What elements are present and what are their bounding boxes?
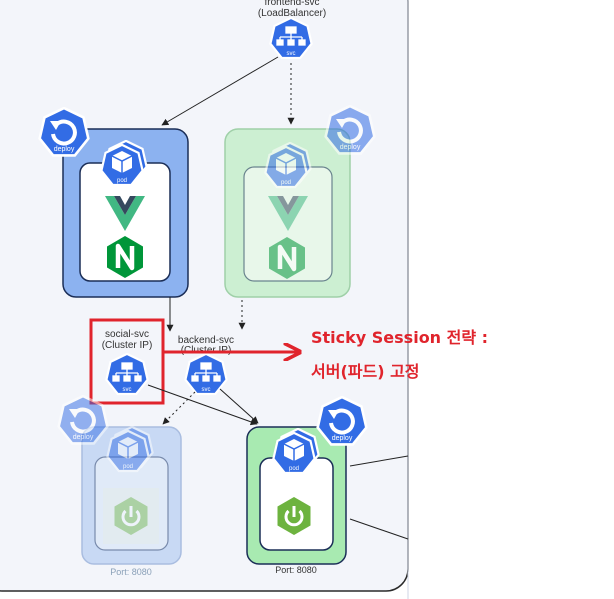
arrow-frontend-to-left-deploy xyxy=(161,56,279,126)
social-svc-group: social-svc (Cluster IP) svc xyxy=(89,318,165,405)
frontend-svc-name: frontend-svc xyxy=(264,0,319,8)
spring-logo xyxy=(103,488,159,544)
frontend-svc-icon[interactable]: svc xyxy=(269,17,313,60)
backend-deploy-left: deploy pod Port: 8080 xyxy=(57,395,182,577)
vue-logo xyxy=(105,196,145,231)
svg-text:deploy: deploy xyxy=(73,434,94,441)
nginx-logo xyxy=(107,236,143,278)
sticky-session-subtitle: 서버(파드) 고정 xyxy=(311,362,420,381)
deploy-icon[interactable]: deploy xyxy=(57,395,109,445)
pod-icon-stack[interactable]: pod xyxy=(264,142,312,189)
svg-text:svc: svc xyxy=(123,387,132,393)
vue-logo xyxy=(268,196,308,231)
frontend-deploy-left: deploy pod xyxy=(38,107,189,298)
highlight-box xyxy=(89,318,165,405)
sticky-session-title: Sticky Session 전략 : xyxy=(311,328,488,347)
social-svc-name: social-svc xyxy=(105,329,149,340)
frontend-svc-icon-label: svc xyxy=(287,51,296,57)
svg-text:svc: svc xyxy=(202,387,211,393)
backend-svc-name: backend-svc xyxy=(178,335,234,346)
arrow-backend-svc-to-right-backend xyxy=(219,388,259,424)
connector-line-upper xyxy=(349,455,409,467)
frontend-deploy-right: deploy pod xyxy=(224,105,376,298)
pod-icon-label: pod xyxy=(117,178,127,184)
pod-icon-stack[interactable]: pod xyxy=(272,428,320,475)
svg-text:pod: pod xyxy=(123,464,133,470)
port-label-left: Port: 8080 xyxy=(110,567,152,577)
pod-icon-stack[interactable]: pod xyxy=(100,140,148,187)
svg-text:deploy: deploy xyxy=(340,144,361,151)
svg-text:pod: pod xyxy=(289,466,299,472)
backend-deploy-right: deploy pod Port: 8080 xyxy=(246,396,368,575)
svg-text:pod: pod xyxy=(281,180,291,186)
spring-logo xyxy=(277,497,311,535)
nginx-logo xyxy=(269,237,305,279)
deploy-icon[interactable]: deploy xyxy=(324,105,376,155)
pod-icon-stack[interactable]: pod xyxy=(106,426,154,473)
arrow-social-svc-to-right-backend xyxy=(147,384,258,426)
social-svc-type: (Cluster IP) xyxy=(102,340,153,351)
connector-line-lower xyxy=(349,518,409,540)
frontend-svc-group: frontend-svc (LoadBalancer) svc xyxy=(258,0,326,60)
port-label-right: Port: 8080 xyxy=(275,565,317,575)
svg-text:deploy: deploy xyxy=(54,146,75,153)
social-svc-icon[interactable]: svc xyxy=(105,353,149,396)
cluster-panel xyxy=(0,0,409,599)
frontend-svc-type: (LoadBalancer) xyxy=(258,8,326,19)
deploy-icon[interactable]: deploy xyxy=(316,396,368,446)
backend-svc-icon[interactable]: svc xyxy=(184,353,228,396)
deploy-icon[interactable]: deploy xyxy=(38,107,90,157)
svg-text:deploy: deploy xyxy=(332,435,353,442)
